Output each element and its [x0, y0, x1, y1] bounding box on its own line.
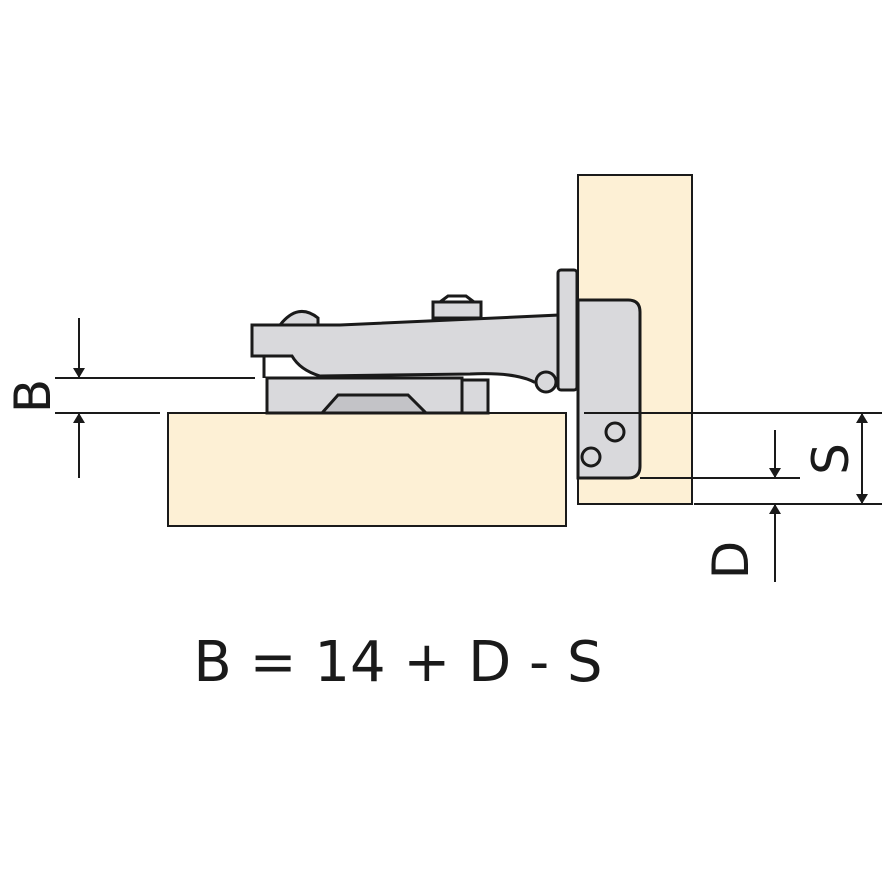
screw-hole-icon [604, 421, 626, 443]
dimension-s [584, 412, 882, 505]
hinge-arm [250, 294, 562, 384]
label-b: B [4, 379, 62, 413]
pivot-pin [534, 370, 558, 394]
label-s: S [802, 443, 860, 475]
label-d: D [702, 541, 760, 580]
screw-hole-icon [580, 446, 602, 468]
formula-text: B = 14 + D - S [193, 630, 602, 695]
cabinet-panel [167, 412, 567, 527]
dimension-d [640, 430, 800, 582]
dimension-b [55, 318, 255, 478]
hinge-cup [556, 268, 642, 480]
mounting-plate [265, 376, 490, 415]
